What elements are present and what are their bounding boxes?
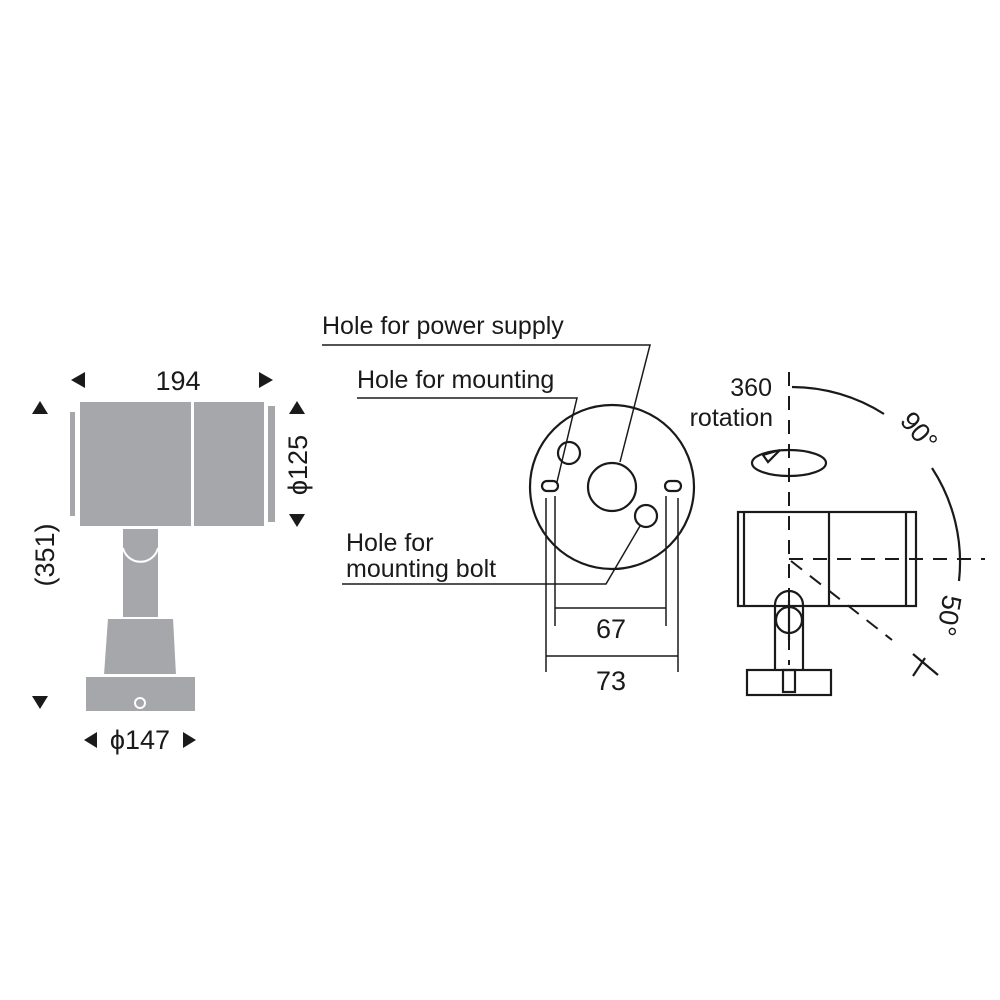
rotation-label-line1: 360 (730, 374, 772, 402)
side-view: 194 (351) ϕ125 ϕ147 (30, 366, 313, 755)
base-diameter-dimension: ϕ147 (110, 725, 170, 755)
tilt-arc-upper (791, 385, 885, 415)
lens-ring-left (68, 410, 77, 518)
arrow-down-icon (32, 696, 48, 709)
arrow-down-icon (289, 514, 305, 527)
leader-bolt (342, 525, 641, 585)
stem (121, 527, 160, 619)
rotation-arrow-icon (761, 448, 781, 464)
tilt-up-label: 90° (894, 406, 943, 457)
label-power-supply: Hole for power supply (322, 312, 564, 340)
arrow-up-icon (32, 401, 48, 414)
mounting-bolt-hole (633, 503, 659, 529)
arrow-right-icon (183, 732, 196, 748)
arrow-up-icon (289, 401, 305, 414)
base-plate-view: 67 73 Hole for power supply Hole for mou… (322, 312, 696, 696)
mounting-slot-right (663, 479, 683, 493)
head-body-rear (192, 400, 266, 528)
height-dimension: (351) (30, 523, 60, 586)
arrow-right-icon (259, 372, 273, 388)
leader-mounting (357, 397, 578, 483)
arrow-left-icon (71, 372, 85, 388)
tilt-arc-lower (931, 467, 962, 582)
label-bolt-line1: Hole for (346, 529, 434, 557)
base-hole (134, 697, 146, 709)
rotation-ellipse (750, 448, 828, 478)
mounting-slot-left (540, 479, 560, 493)
stem-joint (122, 547, 159, 563)
arrow-left-icon (84, 732, 97, 748)
base-plate-outline (528, 403, 696, 571)
rear-cap (266, 404, 277, 524)
head-diameter-dimension: ϕ125 (283, 435, 313, 495)
leader-power (322, 344, 651, 463)
head-body-front (78, 400, 193, 528)
width-dimension: 194 (155, 366, 200, 396)
base-plinth (84, 675, 197, 713)
tilt-down-label: 50° (931, 593, 968, 638)
label-bolt-line2: mounting bolt (346, 555, 496, 583)
rotation-view: 360 rotation 90° 50° (690, 372, 985, 697)
label-mounting: Hole for mounting (357, 366, 554, 394)
power-supply-hole (586, 461, 638, 513)
base-pin (781, 668, 797, 694)
dim-inner-label: 67 (596, 614, 626, 644)
stem-outline (773, 589, 805, 670)
tilt-axis (790, 560, 893, 641)
dim-outer-label: 73 (596, 666, 626, 696)
rotation-label-line2: rotation (690, 404, 773, 432)
base-neck (101, 617, 179, 676)
mounting-hole (556, 440, 582, 466)
